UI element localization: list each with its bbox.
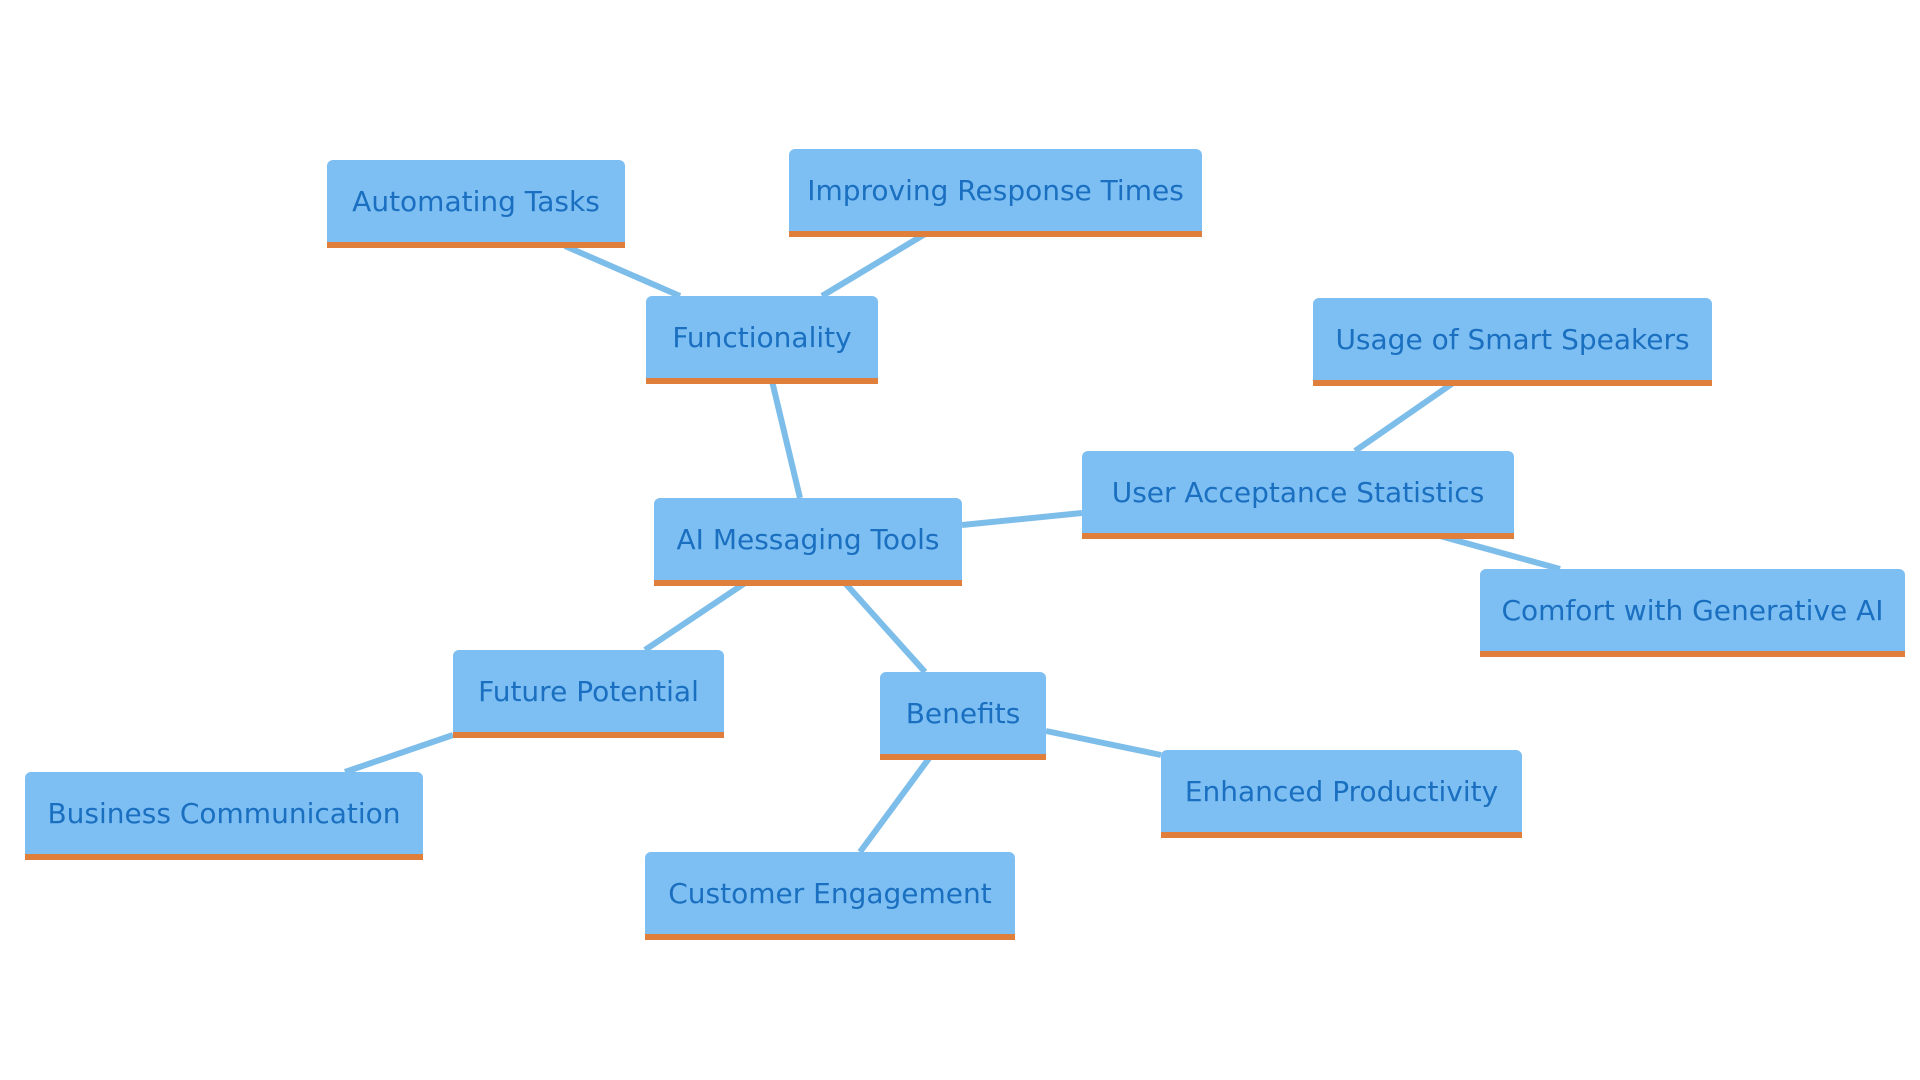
edge-user-acceptance-usage-of-smart-speakers <box>1353 380 1455 454</box>
node-automating-tasks[interactable]: Automating Tasks <box>327 160 625 248</box>
node-functionality[interactable]: Functionality <box>646 296 878 384</box>
node-enhanced-productivity[interactable]: Enhanced Productivity <box>1161 750 1522 838</box>
node-future-potential[interactable]: Future Potential <box>453 650 724 738</box>
node-user-acceptance-statistics[interactable]: User Acceptance Statistics <box>1082 451 1514 539</box>
node-usage-of-smart-speakers[interactable]: Usage of Smart Speakers <box>1313 298 1712 386</box>
edge-root-future-potential <box>643 580 747 653</box>
edge-root-benefits <box>842 580 928 675</box>
edge-functionality-improving-response-times <box>820 231 927 299</box>
node-customer-engagement[interactable]: Customer Engagement <box>645 852 1015 940</box>
node-comfort-with-generative-ai[interactable]: Comfort with Generative AI <box>1480 569 1905 657</box>
edge-benefits-customer-engagement <box>857 755 933 854</box>
edge-benefits-enhanced-productivity <box>1045 728 1162 758</box>
edge-functionality-automating-tasks <box>563 243 682 299</box>
edge-future-potential-business-communication <box>344 732 454 775</box>
node-benefits[interactable]: Benefits <box>880 672 1046 760</box>
node-business-communication[interactable]: Business Communication <box>25 772 423 860</box>
node-ai-messaging-tools[interactable]: AI Messaging Tools <box>654 498 962 586</box>
node-improving-response-times[interactable]: Improving Response Times <box>789 149 1202 237</box>
edge-root-user-acceptance-statistics <box>961 510 1083 528</box>
edge-root-functionality <box>769 380 803 499</box>
edge-user-acceptance-comfort-with-generative-ai <box>1439 533 1561 572</box>
